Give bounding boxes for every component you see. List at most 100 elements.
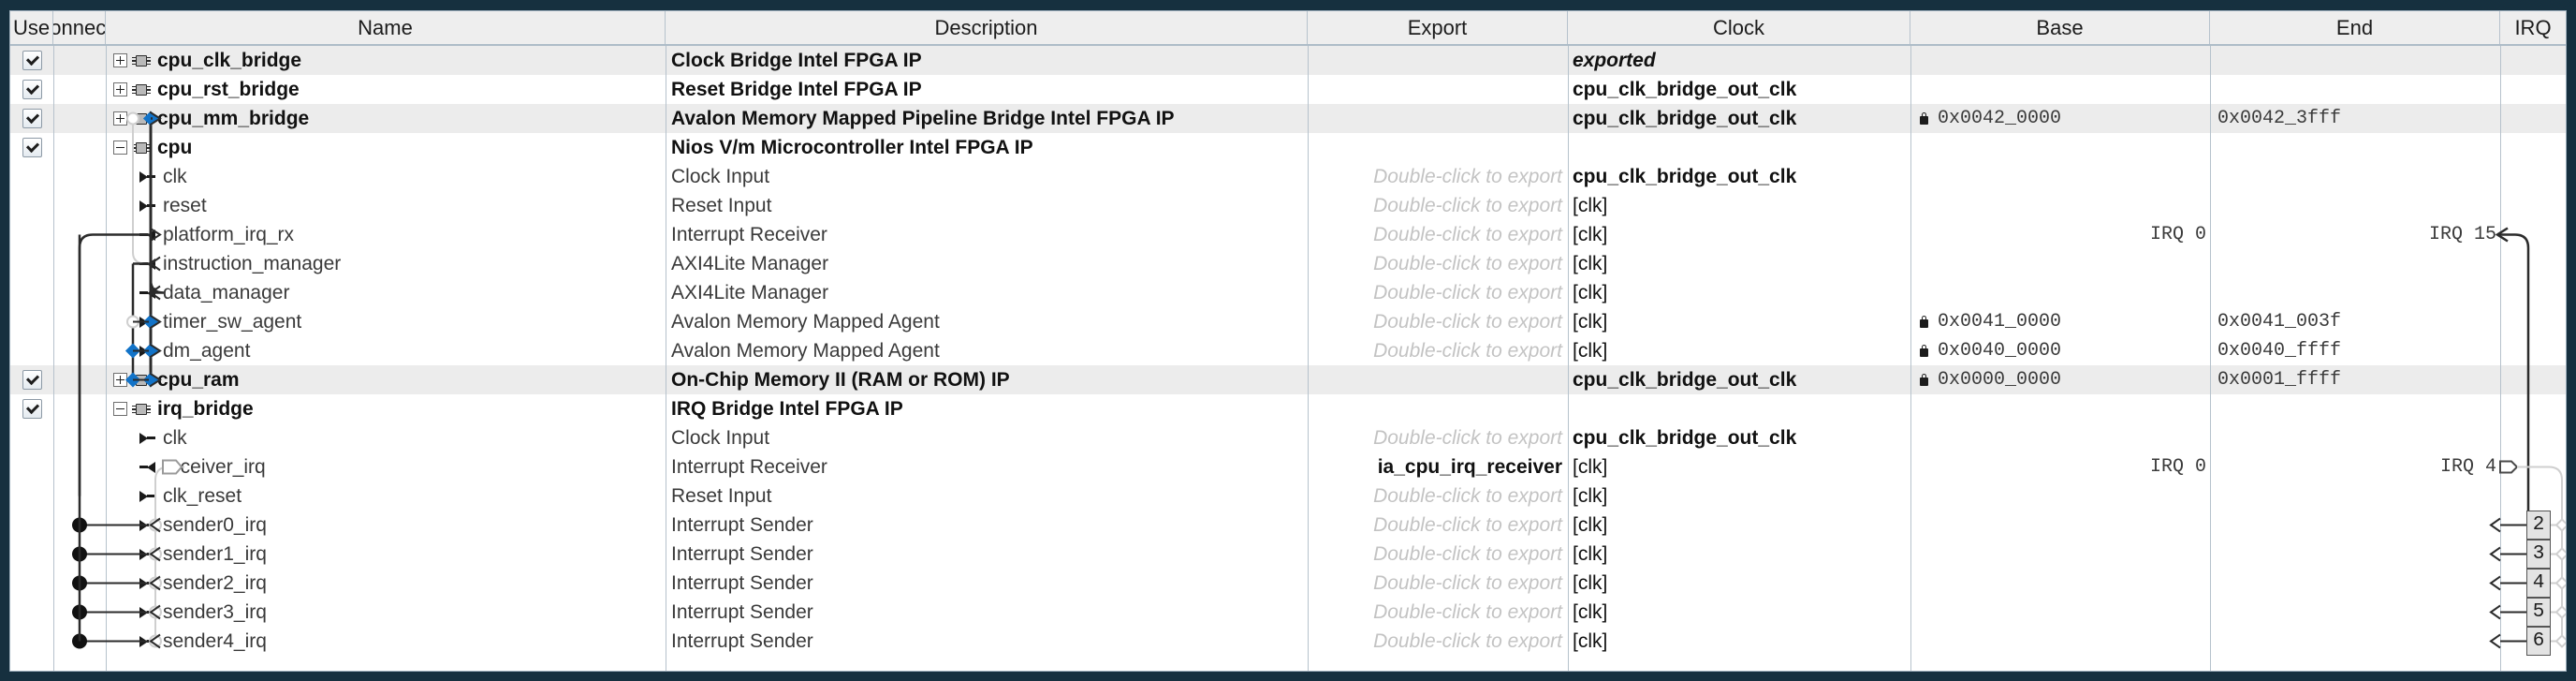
clock-cell[interactable]: [clk]: [1573, 452, 1910, 481]
export-cell[interactable]: [1308, 75, 1568, 104]
column-header-irq[interactable]: IRQ: [2500, 11, 2566, 44]
use-cell[interactable]: [10, 481, 53, 511]
name-cell[interactable]: reset: [139, 191, 666, 220]
name-cell[interactable]: cpu_rst_bridge: [113, 75, 666, 104]
export-cell[interactable]: ia_cpu_irq_receiver: [1308, 452, 1568, 481]
collapse-icon[interactable]: [113, 141, 127, 155]
irq-chain-number[interactable]: 3: [2526, 540, 2551, 569]
base-cell[interactable]: 0x0040_0000: [1920, 336, 2210, 365]
use-cell[interactable]: [10, 365, 53, 394]
connections-cell[interactable]: [53, 423, 106, 452]
connections-cell[interactable]: [53, 336, 106, 365]
export-cell[interactable]: Double-click to export: [1308, 423, 1568, 452]
use-cell[interactable]: [10, 133, 53, 162]
irq-cell[interactable]: [2500, 452, 2566, 481]
irq-cell[interactable]: [2500, 423, 2566, 452]
use-checkbox[interactable]: [22, 51, 42, 70]
irq-cell[interactable]: [2500, 307, 2566, 336]
export-cell[interactable]: Double-click to export: [1308, 481, 1568, 511]
irq-cell[interactable]: [2500, 278, 2566, 307]
clock-cell[interactable]: [clk]: [1573, 511, 1910, 540]
connections-cell[interactable]: [53, 452, 106, 481]
lock-icon[interactable]: [1920, 374, 1928, 386]
column-header-clock[interactable]: Clock: [1568, 11, 1910, 44]
base-cell[interactable]: IRQ 0: [1920, 220, 2210, 249]
base-cell[interactable]: [1920, 394, 2210, 423]
column-header-connections[interactable]: Connec...: [53, 11, 106, 44]
base-cell[interactable]: [1920, 540, 2210, 569]
export-cell[interactable]: Double-click to export: [1308, 511, 1568, 540]
clock-cell[interactable]: [clk]: [1573, 278, 1910, 307]
column-header-use[interactable]: Use: [10, 11, 53, 44]
use-checkbox[interactable]: [22, 370, 42, 390]
connections-cell[interactable]: [53, 278, 106, 307]
clock-cell[interactable]: cpu_clk_bridge_out_clk: [1573, 75, 1910, 104]
name-cell[interactable]: clk: [139, 423, 666, 452]
export-cell[interactable]: Double-click to export: [1308, 540, 1568, 569]
connections-cell[interactable]: [53, 394, 106, 423]
use-checkbox[interactable]: [22, 109, 42, 128]
irq-chain-number[interactable]: 4: [2526, 569, 2551, 598]
end-cell[interactable]: [2217, 162, 2500, 191]
base-cell[interactable]: [1920, 278, 2210, 307]
end-cell[interactable]: [2217, 627, 2500, 656]
name-cell[interactable]: sender4_irq: [139, 627, 666, 656]
irq-cell[interactable]: [2500, 162, 2566, 191]
name-cell[interactable]: cpu_clk_bridge: [113, 46, 666, 75]
use-cell[interactable]: [10, 278, 53, 307]
irq-cell[interactable]: [2500, 336, 2566, 365]
use-cell[interactable]: [10, 46, 53, 75]
name-cell[interactable]: dm_agent: [139, 336, 666, 365]
irq-cell[interactable]: [2500, 481, 2566, 511]
clock-cell[interactable]: [clk]: [1573, 540, 1910, 569]
name-cell[interactable]: clk_reset: [139, 481, 666, 511]
clock-cell[interactable]: cpu_clk_bridge_out_clk: [1573, 162, 1910, 191]
use-cell[interactable]: [10, 104, 53, 133]
end-cell[interactable]: [2217, 133, 2500, 162]
base-cell[interactable]: IRQ 0: [1920, 452, 2210, 481]
name-cell[interactable]: sender3_irq: [139, 598, 666, 627]
name-cell[interactable]: clk: [139, 162, 666, 191]
irq-chain-number[interactable]: 5: [2526, 598, 2551, 627]
use-checkbox[interactable]: [22, 399, 42, 419]
export-cell[interactable]: Double-click to export: [1308, 598, 1568, 627]
end-cell[interactable]: 0x0040_ffff: [2217, 336, 2500, 365]
export-cell[interactable]: Double-click to export: [1308, 191, 1568, 220]
export-cell[interactable]: Double-click to export: [1308, 278, 1568, 307]
export-cell[interactable]: [1308, 104, 1568, 133]
end-cell[interactable]: [2217, 511, 2500, 540]
lock-icon[interactable]: [1920, 345, 1928, 357]
use-cell[interactable]: [10, 307, 53, 336]
name-cell[interactable]: cpu_ram: [113, 365, 666, 394]
use-cell[interactable]: [10, 394, 53, 423]
name-cell[interactable]: data_manager: [139, 278, 666, 307]
column-header-end[interactable]: End: [2210, 11, 2500, 44]
column-header-name[interactable]: Name: [106, 11, 666, 44]
export-cell[interactable]: Double-click to export: [1308, 249, 1568, 278]
lock-icon[interactable]: [1920, 316, 1928, 328]
end-cell[interactable]: [2217, 75, 2500, 104]
clock-cell[interactable]: [clk]: [1573, 307, 1910, 336]
end-cell[interactable]: IRQ 4: [2217, 452, 2500, 481]
end-cell[interactable]: [2217, 249, 2500, 278]
use-cell[interactable]: [10, 452, 53, 481]
use-cell[interactable]: [10, 249, 53, 278]
column-header-base[interactable]: Base: [1910, 11, 2210, 44]
export-cell[interactable]: [1308, 394, 1568, 423]
base-cell[interactable]: [1920, 162, 2210, 191]
use-cell[interactable]: [10, 598, 53, 627]
connections-cell[interactable]: [53, 598, 106, 627]
use-cell[interactable]: [10, 191, 53, 220]
base-cell[interactable]: [1920, 423, 2210, 452]
